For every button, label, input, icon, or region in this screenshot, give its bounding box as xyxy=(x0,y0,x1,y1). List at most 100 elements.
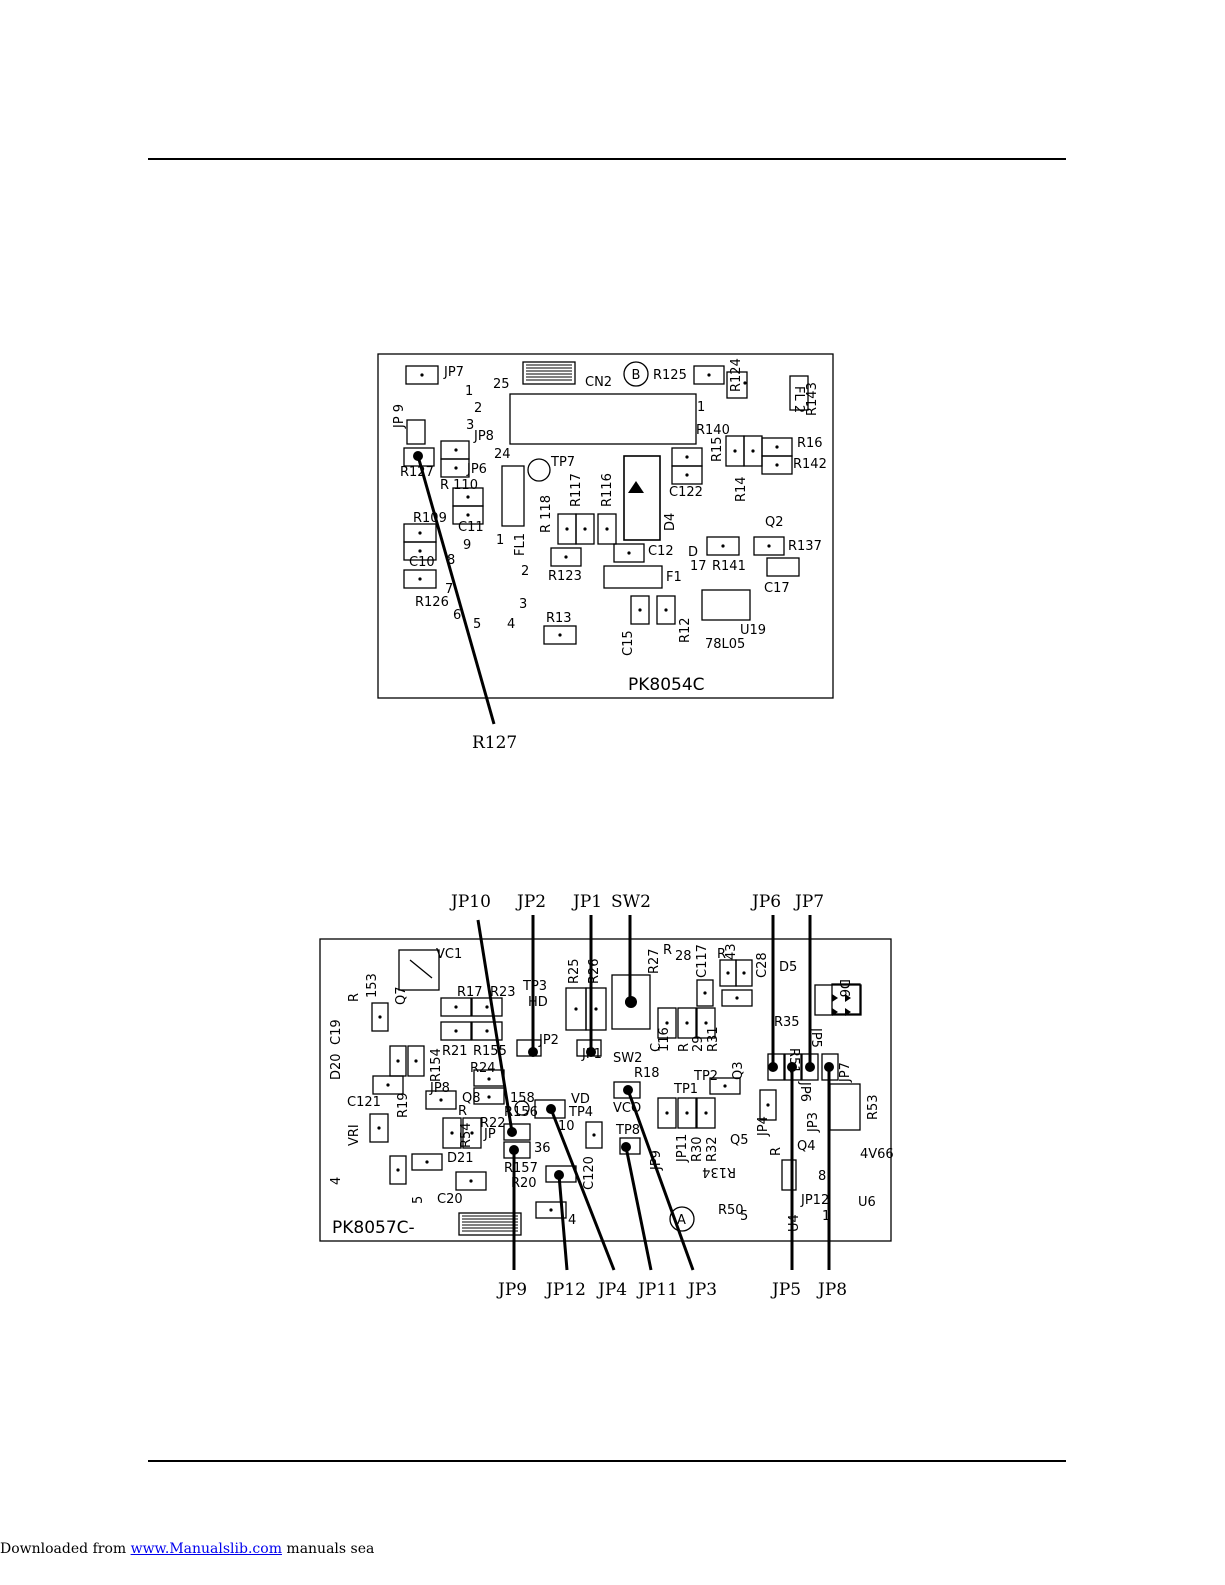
svg-text:VD: VD xyxy=(571,1092,590,1107)
svg-text:R134: R134 xyxy=(702,1164,736,1179)
leader-jp11 xyxy=(624,1146,653,1271)
svg-text:R30: R30 xyxy=(690,1136,705,1162)
svg-text:R141: R141 xyxy=(712,559,746,574)
svg-text:JP11: JP11 xyxy=(675,1134,690,1163)
svg-text:R25: R25 xyxy=(567,958,582,984)
svg-text:SW2: SW2 xyxy=(613,1051,642,1066)
svg-text:158: 158 xyxy=(510,1091,535,1106)
svg-text:JP6: JP6 xyxy=(797,1081,812,1102)
callout-jp8: JP8 xyxy=(816,1280,847,1300)
svg-text:C121: C121 xyxy=(347,1095,381,1110)
svg-text:R13: R13 xyxy=(546,611,572,626)
svg-text:R19: R19 xyxy=(396,1092,411,1118)
callout-jp7: JP7 xyxy=(793,892,824,912)
svg-text:R140: R140 xyxy=(696,423,730,438)
svg-text:TP8: TP8 xyxy=(615,1123,640,1138)
svg-text:R35: R35 xyxy=(774,1015,800,1030)
svg-text:116: 116 xyxy=(657,1027,672,1052)
callout-jp10: JP10 xyxy=(449,892,491,912)
svg-text:78L05: 78L05 xyxy=(705,637,745,652)
svg-text:D21: D21 xyxy=(447,1151,474,1166)
svg-text:R123: R123 xyxy=(548,569,582,584)
marker-a xyxy=(669,1206,695,1232)
svg-text:C11: C11 xyxy=(458,520,484,535)
svg-text:TP3: TP3 xyxy=(522,979,547,994)
svg-text:Q5: Q5 xyxy=(730,1133,749,1148)
leader-jp10 xyxy=(476,919,514,1133)
svg-text:5: 5 xyxy=(473,617,481,632)
footer-rule xyxy=(148,1460,1066,1462)
svg-text:R54: R54 xyxy=(459,1122,474,1148)
svg-text:10: 10 xyxy=(558,1119,575,1134)
svg-text:R50: R50 xyxy=(718,1203,744,1218)
manualslib-link[interactable]: www.Manualslib.com xyxy=(130,1541,282,1557)
bottom-connector xyxy=(458,1212,522,1236)
svg-text:R157: R157 xyxy=(504,1161,538,1176)
svg-text:R155: R155 xyxy=(473,1044,507,1059)
callout-jp2: JP2 xyxy=(515,892,546,912)
svg-text:JP6: JP6 xyxy=(466,462,487,477)
callout-jp3: JP3 xyxy=(686,1280,717,1300)
svg-text:R109: R109 xyxy=(413,511,447,526)
svg-text:TP4: TP4 xyxy=(568,1105,593,1120)
svg-text:R116: R116 xyxy=(600,473,615,507)
svg-text:JP3: JP3 xyxy=(806,1112,821,1133)
svg-text:4: 4 xyxy=(329,1177,344,1185)
svg-text:25: 25 xyxy=(493,377,510,392)
svg-text:R53: R53 xyxy=(866,1094,881,1120)
svg-text:R24: R24 xyxy=(470,1061,496,1076)
svg-text:Q8: Q8 xyxy=(462,1091,481,1106)
svg-text:R127: R127 xyxy=(400,465,434,480)
svg-text:F1: F1 xyxy=(666,570,682,585)
svg-text:C15: C15 xyxy=(621,630,636,656)
svg-text:D5: D5 xyxy=(779,960,797,975)
svg-text:R 110: R 110 xyxy=(440,478,478,493)
svg-text:JP5: JP5 xyxy=(808,1027,823,1048)
callout-jp1: JP1 xyxy=(571,892,602,912)
svg-text:R26: R26 xyxy=(587,958,602,984)
callout-jp9: JP9 xyxy=(496,1280,527,1300)
svg-text:R14: R14 xyxy=(734,476,749,502)
svg-text:D20: D20 xyxy=(329,1053,344,1080)
svg-text:C12: C12 xyxy=(648,544,674,559)
svg-text:JP8: JP8 xyxy=(429,1081,450,1096)
svg-text:Q2: Q2 xyxy=(765,515,784,530)
svg-text:D4: D4 xyxy=(663,513,678,531)
svg-text:Q4: Q4 xyxy=(797,1139,816,1154)
callout-jp4: JP4 xyxy=(596,1280,627,1300)
svg-text:JP8: JP8 xyxy=(473,429,494,444)
svg-text:Q7: Q7 xyxy=(394,986,409,1005)
svg-text:3: 3 xyxy=(466,418,474,433)
board-pk8054c-outline xyxy=(377,353,834,699)
svg-text:4: 4 xyxy=(507,617,515,632)
leader-jp3 xyxy=(626,1089,695,1271)
svg-text:HD: HD xyxy=(528,995,548,1010)
svg-text:C17: C17 xyxy=(764,581,790,596)
footer-suffix: manuals sea xyxy=(281,1541,375,1557)
bottom-board-silk-labels: VC1 R 153 Q7 R17 R23 TP3 HD R25 R26 R27 … xyxy=(329,943,894,1232)
svg-text:29: 29 xyxy=(691,1035,706,1052)
svg-text:R142: R142 xyxy=(793,457,827,472)
tp7-pad xyxy=(527,458,551,482)
svg-text:153: 153 xyxy=(365,973,380,998)
svg-text:R: R xyxy=(458,1104,467,1119)
footer-prefix: Downloaded from xyxy=(0,1541,131,1557)
svg-text:C10: C10 xyxy=(409,555,435,570)
leader-jp4 xyxy=(549,1108,616,1271)
svg-text:R137: R137 xyxy=(788,539,822,554)
svg-text:R125: R125 xyxy=(653,368,687,383)
callout-jp12: JP12 xyxy=(544,1280,586,1300)
board-pk8057c-outline xyxy=(319,938,892,1242)
svg-text:1: 1 xyxy=(465,384,473,399)
svg-text:R 118: R 118 xyxy=(539,495,554,533)
svg-text:R27: R27 xyxy=(647,948,662,974)
svg-text:36: 36 xyxy=(534,1141,551,1156)
svg-text:R143: R143 xyxy=(805,382,820,416)
svg-text:C28: C28 xyxy=(755,952,770,978)
svg-text:24: 24 xyxy=(494,447,511,462)
svg-text:C20: C20 xyxy=(437,1192,463,1207)
svg-text:R: R xyxy=(347,993,362,1002)
svg-text:C19: C19 xyxy=(329,1019,344,1045)
svg-text:U6: U6 xyxy=(858,1195,876,1210)
